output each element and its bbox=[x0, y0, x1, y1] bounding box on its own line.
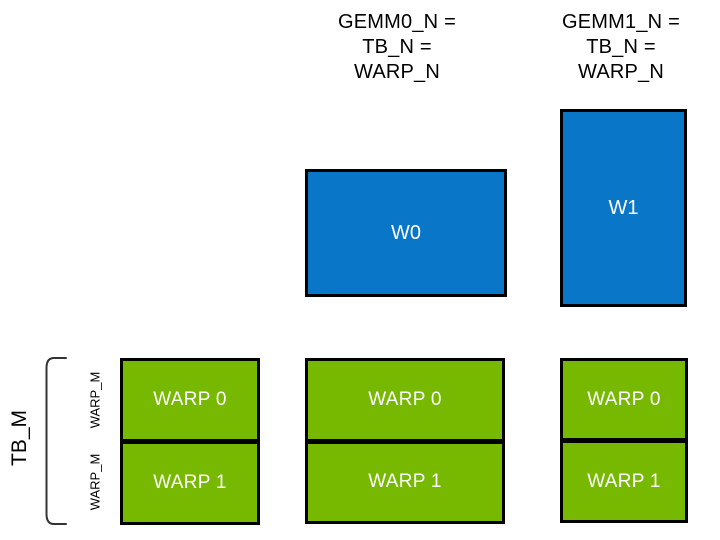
gemm1-equation-line3: WARP_N bbox=[577, 61, 665, 83]
tb-m-bracket bbox=[45, 357, 67, 525]
warp-cell-label: WARP 1 bbox=[153, 472, 227, 493]
tb-m-axis-label: TB_M bbox=[8, 409, 31, 467]
gemm0-equation-line1: GEMM0_N = bbox=[338, 11, 456, 33]
warp-m-row-label-top: WARP_M bbox=[87, 371, 103, 429]
warp-cell: WARP 0 bbox=[123, 361, 257, 439]
warp-cell: WARP 0 bbox=[308, 361, 502, 439]
warp-cell-divider bbox=[123, 439, 257, 444]
warp-cell: WARP 1 bbox=[123, 444, 257, 522]
warp-cell: WARP 0 bbox=[563, 361, 685, 438]
warp-cell-label: WARP 0 bbox=[368, 388, 442, 410]
warp-cell-label: WARP 1 bbox=[368, 471, 442, 493]
warp-cell: WARP 1 bbox=[308, 443, 502, 521]
gemm1-equation-line2: TB_N = bbox=[586, 36, 656, 58]
warp-column-left: WARP 0 WARP 1 bbox=[120, 358, 260, 525]
warp-cell-label: WARP 1 bbox=[587, 470, 661, 492]
gemm0-n-equation-label: GEMM0_N = TB_N = WARP_N bbox=[297, 10, 497, 85]
gemm0-equation-line2: TB_N = bbox=[362, 36, 432, 58]
gemm1-equation-line1: GEMM1_N = bbox=[562, 11, 680, 33]
w0-tile-label: W0 bbox=[391, 221, 421, 244]
w1-tile: W1 bbox=[560, 109, 687, 307]
gemm1-n-equation-label: GEMM1_N = TB_N = WARP_N bbox=[521, 10, 720, 85]
warp-cell-divider bbox=[308, 438, 502, 444]
w1-tile-label: W1 bbox=[608, 196, 639, 219]
warp-cell-label: WARP 0 bbox=[153, 389, 227, 410]
warp-cell-label: WARP 0 bbox=[587, 388, 661, 410]
gemm0-equation-line3: WARP_N bbox=[353, 61, 441, 83]
w0-tile: W0 bbox=[305, 169, 507, 297]
warp-cell: WARP 1 bbox=[563, 443, 685, 520]
warp-column-middle: WARP 0 WARP 1 bbox=[305, 358, 505, 524]
warp-cell-divider bbox=[563, 438, 685, 443]
warp-m-row-label-bottom: WARP_M bbox=[87, 453, 103, 511]
warp-column-right: WARP 0 WARP 1 bbox=[560, 358, 688, 523]
